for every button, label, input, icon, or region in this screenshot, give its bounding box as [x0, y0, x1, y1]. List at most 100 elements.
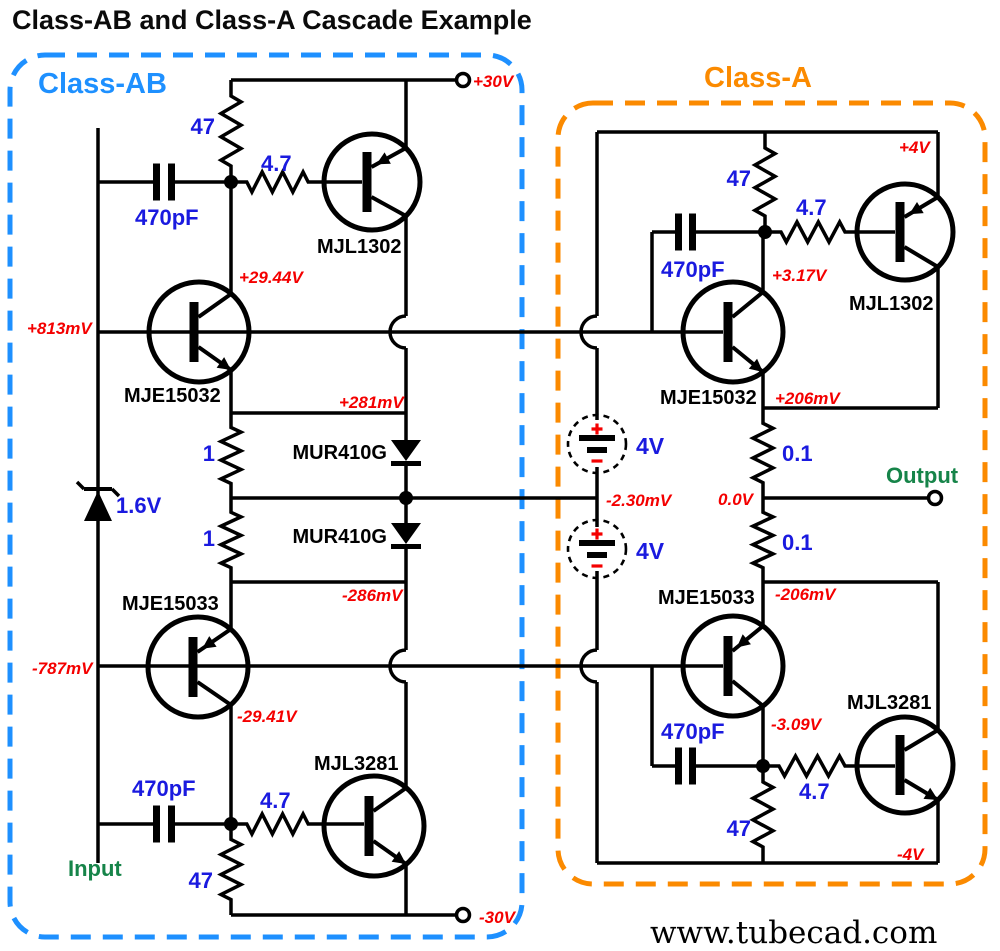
diode	[391, 440, 421, 461]
transistor-leads-mje15032-right	[731, 290, 765, 374]
transistor-body-mjl3281-right	[854, 714, 956, 816]
ab-diode-bot-label: MUR410G	[293, 526, 387, 548]
ab-q-driver-top-label: MJE15032	[124, 385, 221, 407]
transistor-arrow-mje15032-right	[748, 358, 763, 372]
ab-v-bot-node: -29.41V	[237, 707, 298, 726]
zener-cathode-hooks	[75, 480, 121, 498]
ab-v-emitter-bot: -286mV	[342, 586, 404, 605]
resistor	[216, 498, 246, 582]
transistor-leads-mjl3281-left	[372, 786, 408, 866]
a-cap-bot-label: 470pF	[661, 719, 725, 744]
a-q-bot-label: MJL3281	[847, 692, 932, 714]
resistor	[765, 218, 861, 246]
transistor-base-bar-mjl3281-right	[895, 735, 905, 795]
wire-hop	[579, 314, 598, 350]
transistor-arrow-mjl1302-right	[909, 201, 924, 215]
page-title: Class-AB and Class-A Cascade Example	[12, 5, 532, 35]
transistor-body-mje15033-left	[145, 614, 251, 720]
terminal	[454, 71, 472, 89]
battery-long-plate	[579, 540, 615, 546]
capacitor-plate	[168, 163, 175, 201]
transistor-body-mje15032-left	[146, 279, 252, 385]
ab-r-bot-label: 47	[189, 868, 213, 893]
a-v-out: 0.0V	[718, 490, 755, 509]
class-a-label: Class-A	[704, 62, 812, 94]
transistor-body-mjl3281-left	[321, 773, 427, 879]
wire-hop	[388, 314, 407, 350]
input-label: Input	[68, 856, 122, 881]
ab-r-base-top-label: 4.7	[261, 151, 292, 176]
a-r-top-label: 47	[727, 166, 751, 191]
a-battery-top-label: 4V	[636, 433, 665, 459]
junction-dot	[224, 175, 238, 189]
transistor-leads-mjl1302-right	[903, 195, 940, 269]
transistor-arrow-mjl3281-left	[391, 851, 406, 864]
terminal	[926, 489, 944, 507]
resistor	[216, 413, 246, 498]
diode	[391, 523, 421, 544]
ab-cap-bot-label: 470pF	[132, 776, 196, 801]
a-v-emitter-top: +206mV	[775, 389, 841, 408]
a-q-driver-top-label: MJE15032	[660, 387, 757, 409]
transistor-body-mje15033-right	[680, 613, 786, 719]
resistor	[217, 824, 245, 915]
ab-diode-top-label: MUR410G	[293, 442, 387, 464]
ab-r-mid-bot-label: 1	[203, 526, 215, 551]
resistor	[749, 408, 777, 498]
capacitor-plate	[153, 163, 160, 201]
a-v-emitter-bot: -206mV	[775, 585, 837, 604]
transistor-arrow-mje15033-right	[736, 634, 751, 648]
ab-v-base-bot: -787mV	[32, 659, 94, 678]
ab-r-mid-top-label: 1	[203, 441, 215, 466]
schematic-geometry	[75, 71, 956, 924]
capacitor-plate	[689, 747, 696, 785]
transistor-arrow-mjl3281-right	[923, 787, 938, 800]
ab-supply-neg-label: -30V	[479, 908, 517, 927]
battery-long-plate	[579, 435, 615, 441]
a-v-mid: -2.30mV	[606, 491, 673, 510]
battery-short-plate	[587, 447, 607, 453]
transistor-leads-mjl1302-left	[370, 146, 407, 218]
a-r-base-top-label: 4.7	[796, 195, 827, 220]
transistor-base-bar-mjl3281-left	[364, 796, 374, 856]
zener-diode	[84, 491, 112, 521]
transistor-arrow-mje15033-left	[202, 636, 217, 649]
class-ab-label: Class-AB	[38, 68, 167, 100]
transistor-leads-mje15033-right	[731, 624, 765, 708]
junction-dot	[756, 759, 770, 773]
a-q-top-label: MJL1302	[849, 293, 934, 315]
transistor-base-bar-mjl1302-right	[895, 202, 905, 262]
wire-hop	[579, 648, 598, 684]
diode-cathode-bar	[391, 544, 421, 549]
transistor-body-mje15032-right	[680, 279, 786, 385]
a-r-out-top-label: 0.1	[782, 441, 813, 466]
ab-q-top-label: MJL1302	[317, 236, 402, 258]
capacitor-plate	[168, 805, 175, 843]
transistor-base-bar-mje15032-right	[723, 302, 733, 362]
ab-cap-top-label: 470pF	[135, 205, 199, 230]
transistor-leads-mjl3281-right	[903, 728, 940, 802]
a-v-top-node: +3.17V	[772, 266, 828, 285]
battery-outline	[566, 413, 628, 475]
a-cap-top-label: 470pF	[661, 257, 725, 282]
transistor-base-bar-mje15032-left	[189, 302, 199, 362]
junction-dot	[758, 225, 772, 239]
ab-v-base-top: +813mV	[27, 319, 93, 338]
resistor	[231, 168, 324, 196]
a-q-driver-bot-label: MJE15033	[658, 587, 755, 609]
capacitor-plate	[675, 747, 682, 785]
battery-outline	[566, 518, 628, 580]
battery-short-plate	[587, 552, 607, 558]
ab-v-emitter-top: +281mV	[339, 393, 405, 412]
capacitor-plate	[675, 213, 682, 251]
class-ab-border	[7, 52, 525, 940]
resistor	[763, 752, 861, 780]
a-battery-bot-label: 4V	[636, 538, 665, 564]
junction-dot	[224, 817, 238, 831]
a-v-bot-node: -3.09V	[771, 715, 823, 734]
terminal	[454, 906, 472, 924]
transistor-arrow-mjl1302-left	[376, 152, 391, 165]
transistor-base-bar-mje15033-right	[723, 636, 733, 696]
